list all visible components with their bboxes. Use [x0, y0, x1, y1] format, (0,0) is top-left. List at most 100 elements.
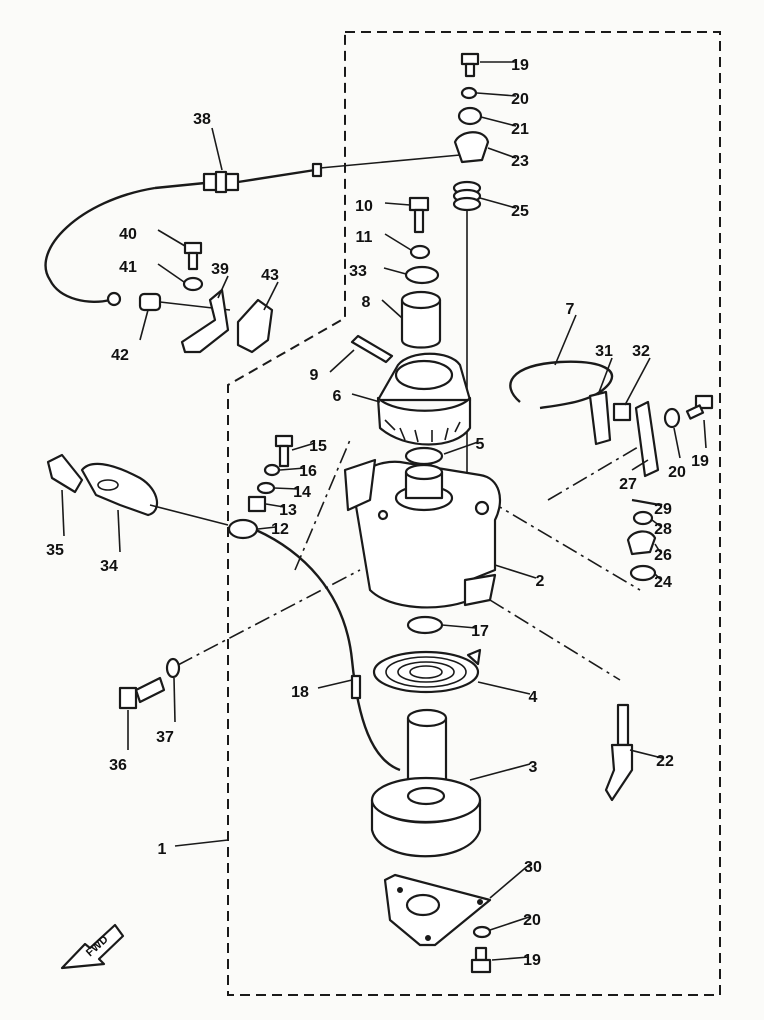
callout-19: 19	[691, 453, 709, 470]
part-9-pin	[350, 334, 394, 364]
callout-12: 12	[271, 521, 289, 538]
callout-34: 34	[100, 558, 118, 575]
part-40-bolt	[183, 241, 203, 271]
leader-line-31	[597, 357, 613, 396]
part-7-spring	[509, 360, 614, 410]
part-20-washer-top	[460, 86, 478, 100]
callout-30: 30	[524, 859, 542, 876]
callout-19: 19	[511, 57, 529, 74]
leader-line-16	[279, 467, 306, 471]
callout-3: 3	[529, 759, 538, 776]
alignment-line-27	[487, 499, 641, 591]
leader-line-10	[384, 202, 411, 206]
part-41-washer	[182, 276, 204, 292]
leader-line-14	[273, 487, 299, 490]
part-18-connector	[350, 674, 362, 700]
part-10-bolt	[408, 196, 430, 234]
leader-line-11	[384, 233, 412, 251]
callout-37: 37	[156, 729, 174, 746]
callout-15: 15	[309, 438, 327, 455]
part-13-block	[247, 495, 267, 513]
part-29-pin	[631, 498, 661, 507]
part-34-slot	[97, 479, 119, 491]
part-2-housing	[343, 458, 502, 609]
leader-line-6	[351, 393, 381, 403]
leader-line-20	[489, 916, 530, 931]
callout-16: 16	[299, 463, 317, 480]
leader-line-19	[491, 956, 530, 961]
leader-line-5	[443, 441, 479, 455]
callout-41: 41	[119, 259, 137, 276]
callout-8: 8	[362, 294, 371, 311]
part-17-washer	[406, 615, 444, 635]
leader-line-39	[217, 275, 229, 299]
fwd-marker: FWD	[60, 923, 125, 970]
leader-line-8	[381, 299, 403, 319]
part-31-switch	[588, 390, 612, 446]
leader-line-2	[494, 564, 537, 579]
callout-22: 22	[656, 753, 674, 770]
part-14-nut	[256, 481, 276, 495]
part-21-washer	[457, 106, 483, 126]
part-43-clip	[236, 298, 274, 354]
callout-42: 42	[111, 347, 129, 364]
leader-line-13	[265, 503, 285, 508]
part-12-grommet	[227, 518, 259, 540]
callout-35: 35	[46, 542, 64, 559]
leader-line-38	[211, 127, 223, 171]
part-11-washer	[409, 244, 431, 260]
leader-line-21	[480, 116, 517, 127]
callout-1: 1	[158, 841, 167, 858]
part-20-washer-right	[663, 407, 681, 429]
part-6-gear	[376, 352, 472, 446]
callout-6: 6	[333, 388, 342, 405]
leader-line-4	[477, 681, 531, 695]
callout-18: 18	[291, 684, 309, 701]
callout-21: 21	[511, 121, 529, 138]
leader-line-18	[317, 679, 353, 689]
part-5-washer	[404, 446, 444, 466]
leader-line-24	[654, 573, 661, 580]
part-19-bolt-top	[460, 52, 480, 78]
part-16-washer	[263, 463, 281, 477]
callout-11: 11	[356, 229, 373, 246]
leader-line-41	[157, 263, 185, 283]
leader-line-20	[673, 427, 681, 459]
part-15-screw	[274, 434, 294, 468]
part-34-bracket	[80, 462, 158, 517]
leader-line-43	[263, 281, 279, 311]
leader-lines	[61, 61, 707, 961]
leader-line-3	[469, 763, 531, 781]
leader-line-9	[329, 349, 355, 373]
part-23-lever	[453, 131, 490, 164]
part-35-block	[46, 453, 84, 494]
part-19-bolt-right	[685, 394, 714, 420]
callout-10: 10	[355, 198, 373, 215]
callout-labels: 1234567891011121314151617181919192020202…	[46, 57, 709, 969]
part-28-nut	[632, 510, 654, 526]
leader-line-42	[139, 309, 149, 341]
part-25-spring	[452, 180, 482, 212]
callout-29: 29	[654, 501, 672, 518]
alignment-line-22	[489, 599, 621, 681]
leader-line-33	[383, 267, 407, 275]
part-8-collar	[400, 290, 442, 349]
part-20-washer-bottom	[472, 925, 492, 939]
leader-line-12	[257, 526, 277, 530]
leader-line-35	[61, 489, 65, 537]
callout-4: 4	[529, 689, 538, 706]
leader-line-40	[157, 229, 186, 247]
assembly-boundary	[227, 31, 721, 996]
callout-20: 20	[511, 91, 529, 108]
callout-20: 20	[668, 464, 686, 481]
callout-14: 14	[293, 484, 311, 501]
part-33-washer	[404, 265, 440, 285]
leader-line-22	[629, 749, 663, 759]
callout-33: 33	[349, 263, 367, 280]
part-36-bolt	[118, 676, 166, 710]
callout-26: 26	[654, 547, 672, 564]
part-19-bolt-bottom	[470, 946, 492, 974]
part-30-plate	[383, 873, 492, 947]
